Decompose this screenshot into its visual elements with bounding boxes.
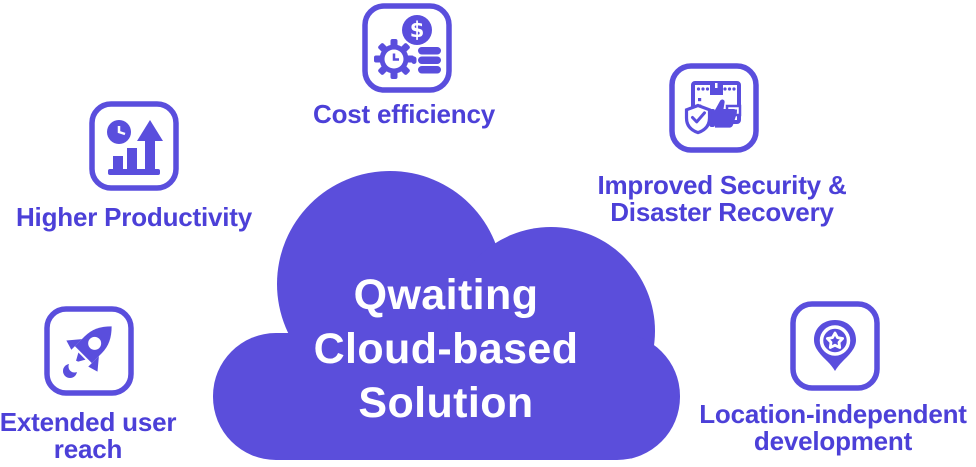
feature-label: Improved Security & Disaster Recovery bbox=[597, 170, 847, 227]
feature-label: Location-independent development bbox=[699, 399, 967, 456]
growth-chart-clock-icon bbox=[88, 100, 180, 192]
feature-label: Extended user reach bbox=[0, 407, 177, 464]
rocket-icon bbox=[43, 305, 135, 397]
cloud-title: Qwaiting Cloud-based Solution bbox=[313, 271, 579, 427]
server-shield-thumbs-up-icon bbox=[668, 62, 760, 154]
svg-text:$: $ bbox=[410, 18, 425, 42]
map-pin-star-icon bbox=[789, 300, 881, 392]
feature-label: Higher Productivity bbox=[15, 202, 252, 232]
dollar-gear-coins-icon: $ bbox=[361, 2, 453, 94]
feature-label: Cost efficiency bbox=[313, 99, 495, 129]
